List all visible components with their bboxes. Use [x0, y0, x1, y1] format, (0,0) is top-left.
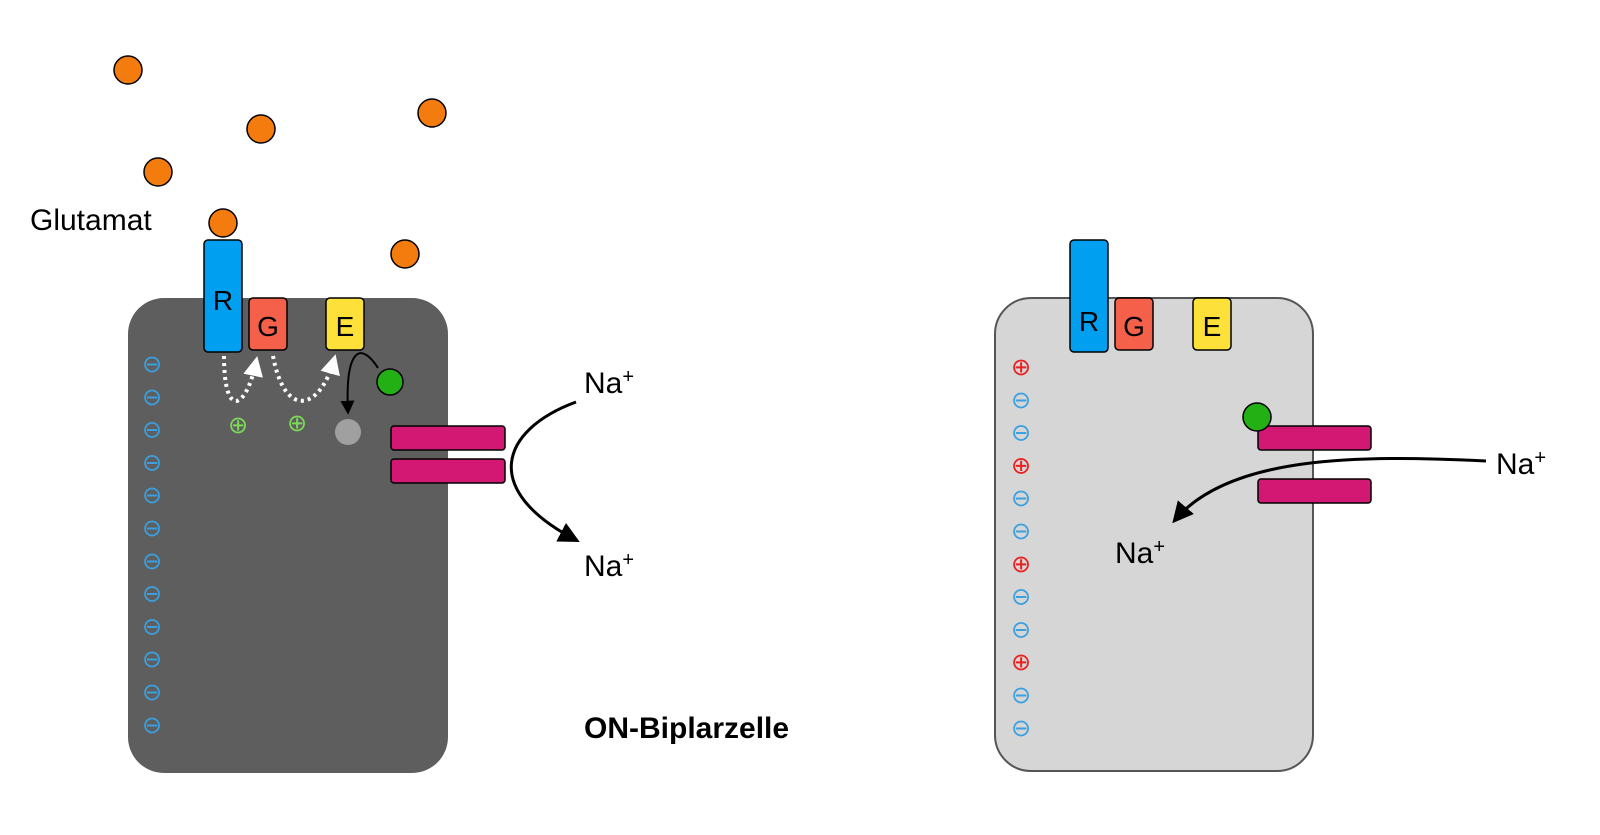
plus-charge: ⊕	[1011, 353, 1031, 381]
ligand-gray-left	[335, 419, 361, 445]
glutamate-label: Glutamat	[30, 204, 152, 237]
left-cell-body	[128, 298, 448, 773]
right-cell-body	[994, 297, 1314, 772]
minus-charge: ⊖	[142, 383, 162, 411]
minus-charge: ⊖	[1011, 419, 1031, 447]
figure-title: ON-Biplarzelle	[584, 712, 789, 745]
glutamate-molecule	[417, 98, 447, 128]
minus-charge: ⊖	[1011, 615, 1031, 643]
plus-charge: ⊕	[1011, 550, 1031, 578]
enzyme-left-label: E	[336, 311, 355, 342]
minus-charge: ⊖	[1011, 583, 1031, 611]
receptor-left	[203, 239, 243, 353]
ion-channel-right-bottom	[1257, 478, 1372, 504]
minus-charge: ⊖	[142, 514, 162, 542]
minus-charge: ⊖	[1011, 386, 1031, 414]
conversion-arrow	[340, 352, 379, 415]
minus-charge: ⊖	[142, 612, 162, 640]
plus-charge: ⊕	[1011, 648, 1031, 676]
ion-channel-left-bottom	[390, 458, 506, 484]
enzyme-right-label: E	[1203, 311, 1222, 342]
minus-charge: ⊖	[142, 678, 162, 706]
ion-channel-left-top	[390, 425, 506, 451]
minus-charge: ⊖	[142, 481, 162, 509]
plus-charge: ⊕	[1011, 451, 1031, 479]
sodium-flow-arrow-right	[1172, 457, 1487, 524]
g-protein-right	[1114, 297, 1154, 351]
left-cell-charges: ⊖ ⊖ ⊖ ⊖ ⊖ ⊖ ⊖ ⊖ ⊖ ⊖ ⊖ ⊖	[142, 350, 162, 739]
minus-charge: ⊖	[142, 547, 162, 575]
receptor-left-label: R	[213, 285, 233, 316]
minus-charge: ⊖	[1011, 517, 1031, 545]
ion-channel-right-top	[1257, 425, 1372, 451]
sodium-label-left-top: Na+	[584, 366, 634, 400]
sodium-flow-arrow-left	[510, 400, 580, 542]
minus-charge: ⊖	[142, 448, 162, 476]
g-protein-left-label: G	[257, 311, 279, 342]
activation-plus-2: ⊕	[287, 409, 307, 437]
minus-charge: ⊖	[142, 645, 162, 673]
receptor-right	[1069, 239, 1109, 353]
minus-charge: ⊖	[142, 350, 162, 378]
g-protein-right-label: G	[1123, 311, 1145, 342]
activation-arrow-g-to-e	[271, 354, 340, 403]
g-protein-left	[248, 297, 288, 351]
ligand-green-right	[1242, 402, 1272, 432]
enzyme-left	[325, 297, 365, 351]
minus-charge: ⊖	[142, 416, 162, 444]
glutamate-molecule	[143, 157, 173, 187]
minus-charge: ⊖	[1011, 681, 1031, 709]
activation-arrow-r-to-g	[222, 355, 263, 403]
left-cell	[128, 298, 448, 773]
minus-charge: ⊖	[142, 580, 162, 608]
minus-charge: ⊖	[1011, 484, 1031, 512]
minus-charge: ⊖	[142, 711, 162, 739]
receptor-right-label: R	[1079, 306, 1099, 337]
sodium-label-right-outside: Na+	[1496, 447, 1546, 481]
glutamate-molecule	[208, 208, 238, 238]
sodium-label-left-bottom: Na+	[584, 549, 634, 583]
ligand-green-left	[376, 368, 404, 396]
glutamate-molecule	[246, 114, 276, 144]
glutamate-molecule	[113, 55, 143, 85]
minus-charge: ⊖	[1011, 714, 1031, 742]
right-cell-charges: ⊕ ⊖ ⊖ ⊕ ⊖ ⊖ ⊕ ⊖ ⊖ ⊕ ⊖ ⊖	[1011, 353, 1031, 742]
glutamate-molecule	[390, 239, 420, 269]
glutamate-molecules	[113, 55, 447, 269]
enzyme-right	[1192, 297, 1232, 351]
activation-plus-1: ⊕	[228, 411, 248, 439]
